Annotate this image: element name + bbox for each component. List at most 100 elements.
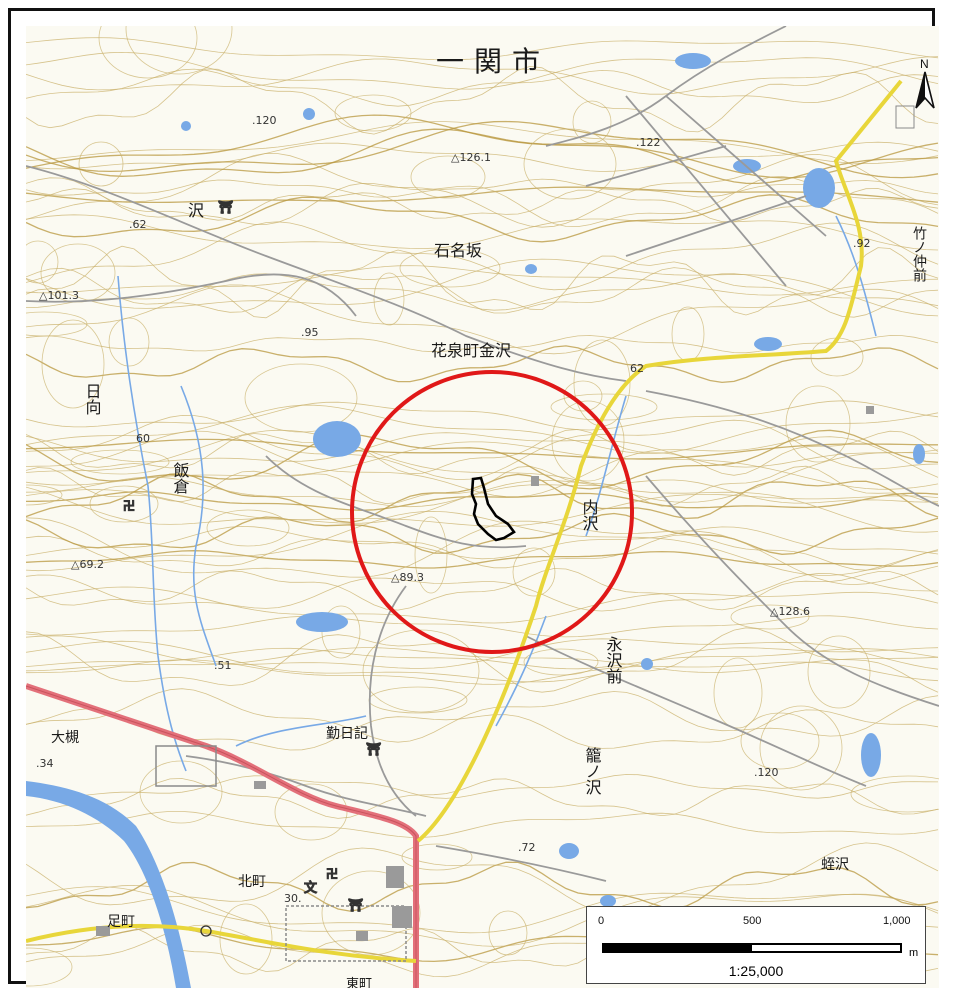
place-label: 内沢 (580, 499, 599, 531)
contour-line (26, 811, 939, 838)
scale-unit: m (909, 947, 919, 959)
place-label: 東町 (346, 976, 372, 988)
site-boundary[interactable] (470, 476, 516, 542)
contour-line (26, 432, 939, 468)
pond (181, 121, 191, 131)
elevation-labels: △126.1 .122 .120 .62 △101.3 .95 60 △69.2… (36, 114, 871, 905)
contour-line (26, 335, 939, 354)
map-frame: 一関市 花泉町金沢 石名坂 沢 日向 飯倉 内沢 永沢前 籠ノ沢 竹ノ仲前 大槻… (8, 8, 939, 988)
contour-hill (26, 484, 63, 506)
contour-line (26, 114, 939, 179)
river (26, 781, 191, 988)
pond (313, 421, 361, 457)
contour-line (26, 400, 939, 431)
contour-hill (512, 547, 556, 597)
contour-line (26, 640, 939, 683)
contour-line (26, 245, 939, 319)
contour-line (26, 56, 939, 95)
contour-line (26, 886, 939, 934)
contour-hill (410, 155, 486, 199)
contour-line (26, 635, 939, 670)
prefectural-road (416, 79, 903, 843)
elevation-label: △69.2 (71, 558, 104, 571)
elevation-label: △126.1 (451, 151, 491, 164)
contour-line (26, 688, 939, 743)
contour-line (26, 586, 939, 624)
contour-lines (26, 26, 939, 987)
contour-line (26, 68, 939, 107)
place-label: 花泉町金沢 (431, 341, 511, 360)
elevation-label: △89.3 (391, 571, 424, 584)
contour-line (26, 141, 939, 172)
pond (803, 168, 835, 208)
contour-hill (98, 26, 198, 79)
contour-line (26, 221, 939, 291)
contour-hill (807, 635, 871, 709)
water-bodies (26, 53, 925, 988)
contour-hill (523, 128, 617, 200)
contour-hill (399, 248, 501, 288)
scale-bar-graphic (602, 943, 902, 953)
contour-hill (759, 705, 843, 791)
elevation-label: 60 (136, 432, 150, 445)
contour-line (26, 627, 939, 693)
contour-hill (274, 783, 348, 841)
place-label: 大槻 (51, 729, 79, 746)
place-label: 沢 (188, 201, 204, 220)
place-labels: 花泉町金沢 石名坂 沢 日向 飯倉 内沢 永沢前 籠ノ沢 竹ノ仲前 大槻 勤日記… (51, 201, 927, 988)
contour-line (26, 659, 939, 685)
topographic-map[interactable]: 一関市 花泉町金沢 石名坂 沢 日向 飯倉 内沢 永沢前 籠ノ沢 竹ノ仲前 大槻… (26, 26, 939, 988)
contour-line (26, 128, 939, 185)
prefectural-road-south (26, 923, 417, 963)
contour-hill (334, 94, 412, 132)
pond (861, 733, 881, 777)
contour-line (26, 647, 939, 673)
elevation-label: .72 (518, 841, 536, 854)
place-label: 竹ノ仲前 (911, 226, 927, 283)
contour-line (26, 572, 939, 612)
contour-line (26, 438, 938, 460)
contour-hill (78, 141, 124, 187)
scale-ratio: 1:25,000 (728, 963, 784, 979)
elevation-label: 30. (284, 892, 302, 905)
contour-line (26, 214, 939, 251)
north-label: N (920, 57, 929, 71)
contour-line (26, 491, 939, 511)
contour-line (26, 441, 939, 490)
pond (913, 444, 925, 464)
contour-line (26, 861, 939, 912)
contour-line (26, 489, 939, 527)
contour-line (26, 512, 939, 555)
place-label: 籠ノ沢 (583, 746, 602, 795)
contour-line (26, 121, 939, 164)
contour-hill (125, 26, 233, 75)
contour-line (26, 194, 939, 243)
place-label: 石名坂 (434, 241, 482, 260)
contour-line (26, 345, 939, 384)
contour-hill (219, 903, 273, 975)
place-label: 蛭沢 (821, 857, 849, 873)
contour-hill (373, 272, 405, 326)
contour-hill (740, 712, 820, 770)
pond (525, 264, 537, 274)
contour-hill (139, 760, 223, 824)
contour-line (26, 842, 939, 915)
contour-line (26, 884, 939, 947)
school-icon: 文 (304, 881, 317, 896)
contour-hill (730, 604, 810, 630)
contour-hill (401, 843, 473, 871)
contour-hill (785, 385, 851, 463)
contour-hill (550, 393, 658, 421)
streams (117, 215, 877, 772)
pond (754, 337, 782, 351)
contour-hill (89, 485, 159, 523)
contour-hill (563, 380, 603, 412)
pond (296, 612, 348, 632)
elevation-label: 62 (630, 362, 644, 375)
scale-tick-1000: 1,000 (883, 915, 911, 927)
temple-icon: 卍 (123, 499, 135, 513)
contour-hill (108, 317, 150, 367)
elevation-label: .120 (252, 114, 277, 127)
contour-line (26, 178, 939, 198)
pond (675, 53, 711, 69)
